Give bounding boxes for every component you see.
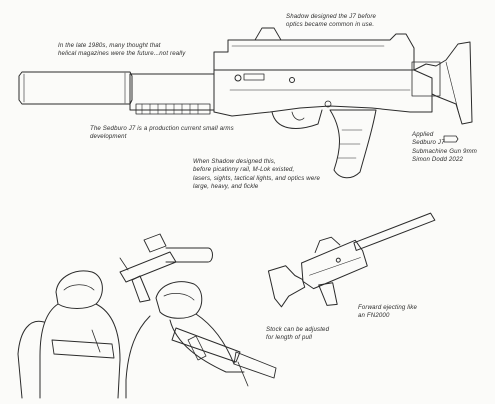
soldiers-scene: [17, 233, 277, 399]
small-gun-view: [267, 212, 436, 308]
note-picatinny-rail: When Shadow designed this, before picati…: [193, 158, 321, 191]
note-helical-magazines: In the late 1980s, many thought that hel…: [58, 42, 186, 58]
note-forward-ejecting: Forward ejecting like an FN2000: [358, 304, 418, 320]
note-stock-adjusted: Stock can be adjusted for length of pull: [266, 326, 330, 342]
main-gun-side-view: [18, 27, 473, 179]
note-applied-j7: Applied Sedburo J7 Submachine Gun 9mm Si…: [412, 131, 478, 164]
note-production-development: The Sedburo J7 is a production current s…: [90, 125, 234, 141]
note-shadow-j7-optics: Shadow designed the J7 before optics bec…: [286, 13, 377, 29]
